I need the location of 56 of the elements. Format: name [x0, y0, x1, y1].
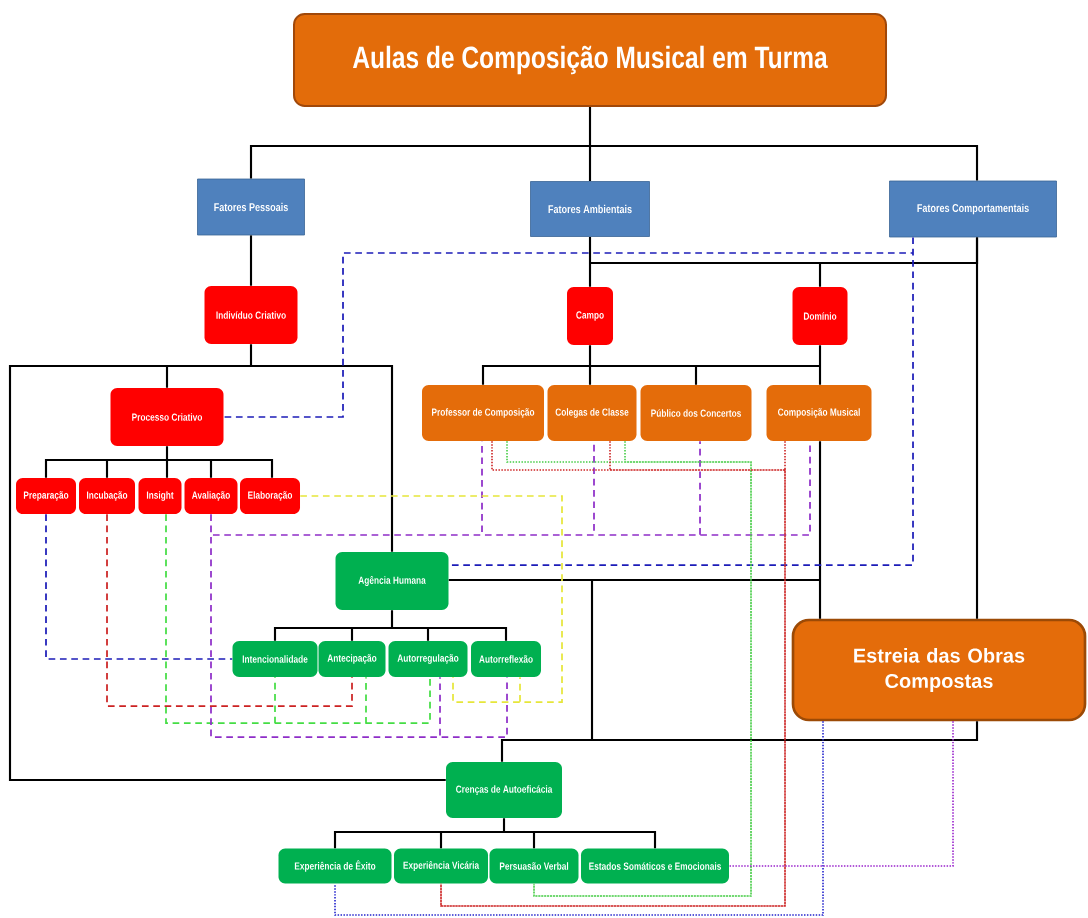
connector [334, 720, 824, 916]
concept-box: Intencionalidade [232, 641, 318, 677]
concept-box: Avaliação [184, 478, 238, 514]
node-label: Estados Somáticos e Emocionais [589, 862, 722, 870]
node-label: Persuasão Verbal [499, 862, 569, 870]
connector [447, 440, 979, 763]
outcome-box: Estreia das Obras Compostas [791, 618, 1087, 722]
concept-box: Crenças de Autoeficácia [446, 762, 562, 818]
concept-box: Agência Humana [335, 552, 449, 610]
concept-box: Processo Criativo [110, 388, 224, 446]
connector [506, 440, 752, 897]
connector [106, 513, 353, 707]
connector [333, 817, 657, 850]
concept-box: Incubação [79, 478, 135, 514]
concept-box: Indivíduo Criativo [204, 286, 298, 344]
concept-box: Experiência Vicária [394, 848, 488, 884]
concept-box: Colegas de Classe [547, 385, 637, 441]
concept-box: Estados Somáticos e Emocionais [581, 848, 729, 884]
node-label: Experiência Vicária [403, 861, 480, 871]
connector [818, 345, 822, 385]
concept-box: Professor de Composição [422, 385, 544, 441]
connector [440, 440, 786, 907]
connector [975, 237, 979, 619]
connector [210, 440, 811, 738]
concept-box: Insight [138, 478, 182, 514]
connector [249, 235, 253, 286]
concept-box: Preparação [16, 478, 76, 514]
connector [222, 236, 914, 566]
node-label: Antecipação [327, 654, 377, 664]
concept-box: Persuasão Verbal [489, 848, 579, 884]
connector [249, 105, 979, 183]
concept-box: Autorregulação [388, 641, 468, 677]
connector [44, 445, 274, 479]
title-banner: Aulas de Composição Musical em Turma [293, 13, 887, 107]
concept-box: Público dos Concertos [640, 385, 752, 441]
connector [588, 235, 979, 288]
concept-box: Composição Musical [766, 385, 872, 441]
concept-box: Antecipação [318, 641, 386, 677]
concept-box: Elaboração [240, 478, 300, 514]
concept-box: Domínio [792, 287, 848, 345]
connector [165, 513, 431, 724]
node-label: Intencionalidade [242, 655, 308, 663]
node-label: Experiência de Êxito [294, 860, 376, 872]
node-label: Avaliação [191, 491, 230, 501]
concept-box: Autorreflexão [471, 641, 541, 677]
concept-box: Experiência de Êxito [278, 848, 392, 884]
factor-box: Fatores Comportamentais [889, 180, 1057, 238]
connector [481, 344, 822, 386]
connector [45, 513, 234, 660]
connector [728, 720, 954, 867]
factor-box: Fatores Pessoais [197, 178, 305, 236]
connector [299, 495, 563, 703]
connector [8, 343, 447, 782]
factor-box: Fatores Ambientais [530, 181, 650, 237]
connector [273, 609, 508, 642]
concept-box: Campo [567, 287, 613, 345]
